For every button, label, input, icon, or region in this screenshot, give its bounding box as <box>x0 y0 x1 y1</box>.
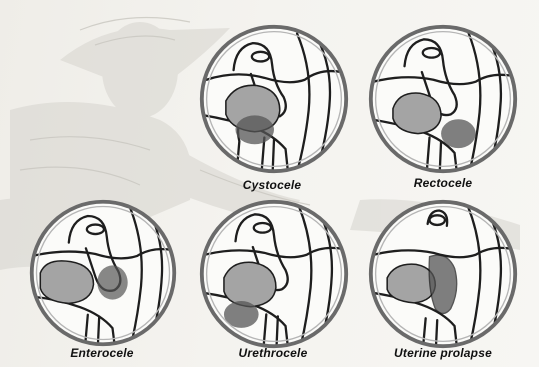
urethrocele-label: Urethrocele <box>188 346 358 360</box>
uterine-prolapse-label: Uterine prolapse <box>358 346 528 360</box>
uterine-prolapse-illustration <box>366 197 520 351</box>
enterocele-illustration <box>27 197 179 349</box>
enterocele-panel <box>27 197 179 349</box>
urethrocele-panel <box>197 197 351 351</box>
cystocele-label: Cystocele <box>187 178 357 192</box>
urethrocele-illustration <box>197 197 351 351</box>
rectocele-panel <box>366 22 520 176</box>
enterocele-label: Enterocele <box>17 346 187 360</box>
rectocele-illustration <box>366 22 520 176</box>
uterine-prolapse-panel <box>366 197 520 351</box>
cystocele-illustration <box>197 22 351 176</box>
cystocele-panel <box>197 22 351 176</box>
rectocele-label: Rectocele <box>358 176 528 190</box>
